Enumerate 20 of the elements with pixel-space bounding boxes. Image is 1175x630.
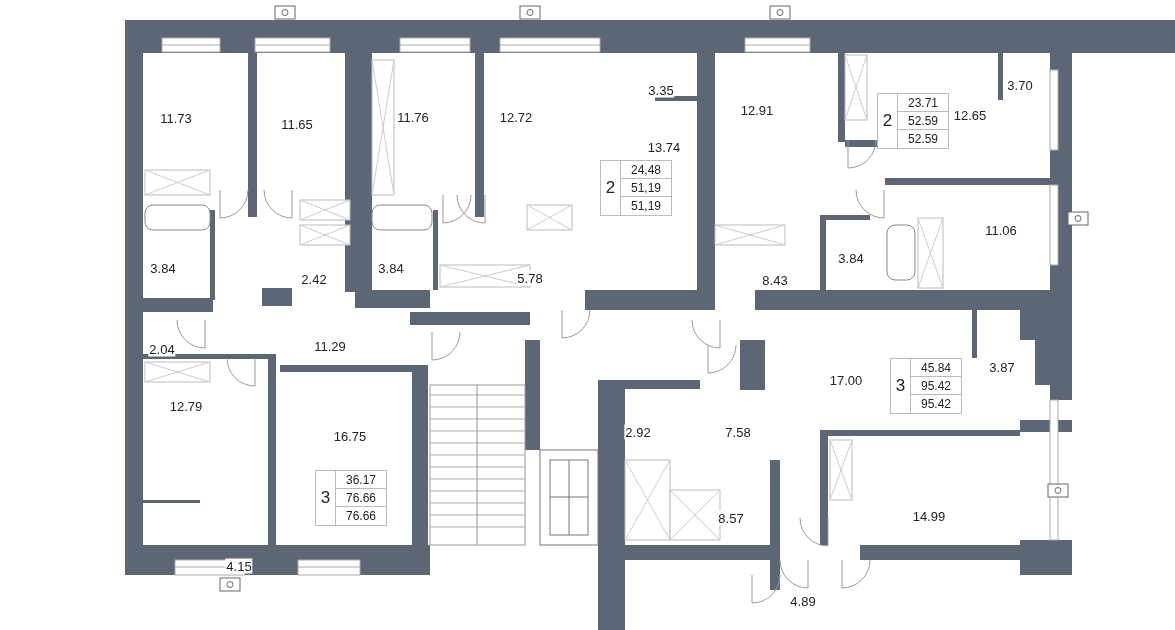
room-count: 3 (891, 359, 911, 413)
room-count: 2 (878, 94, 898, 148)
room-count: 3 (316, 471, 336, 525)
area-value: 36.17 (336, 471, 386, 489)
area-value: 24,48 (621, 161, 671, 179)
area-value: 52.59 (898, 112, 948, 130)
area-value: 51,19 (621, 179, 671, 197)
room-area: 8.57 (717, 510, 745, 526)
area-value: 52.59 (907, 131, 939, 148)
room-count: 2 (601, 161, 621, 215)
area-value: 95.42 (911, 377, 961, 395)
area-value: 23.71 (898, 94, 948, 112)
room-area: 2.92 (624, 424, 652, 440)
area-value: 95.42 (920, 396, 952, 413)
room-area: 5.78 (516, 270, 544, 286)
room-area: 4.15 (225, 558, 253, 574)
area-value: 45.84 (911, 359, 961, 377)
area-value: 51,19 (630, 198, 662, 215)
area-value: 76.66 (336, 489, 386, 507)
area-value: 76.66 (345, 508, 377, 525)
